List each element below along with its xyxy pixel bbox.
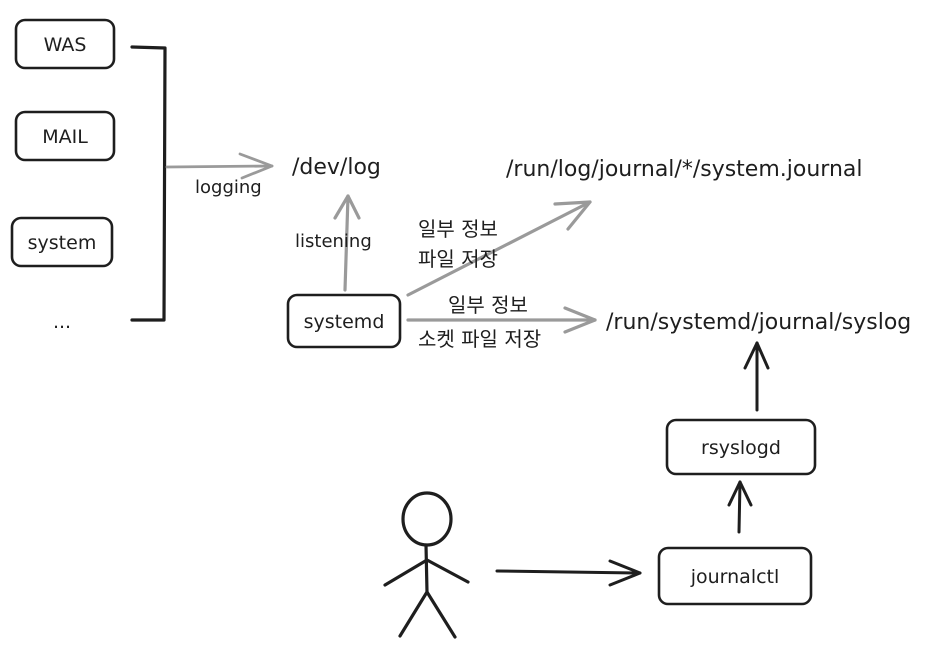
source-mail-node: MAIL bbox=[14, 110, 116, 162]
source-was-label: WAS bbox=[44, 34, 87, 56]
user-to-journalctl-arrow bbox=[495, 559, 642, 587]
dev-log-node: /dev/log bbox=[292, 155, 381, 180]
sources-bracket bbox=[130, 45, 167, 322]
syslog-socket-arrow bbox=[406, 306, 597, 334]
systemd-node: systemd bbox=[286, 293, 402, 349]
journal-store-arrow bbox=[406, 200, 592, 297]
listening-label: listening bbox=[295, 231, 372, 252]
rsyslogd-to-syslog-arrow bbox=[743, 341, 770, 412]
source-mail-label: MAIL bbox=[42, 126, 88, 148]
journalctl-node: journalctl bbox=[657, 546, 813, 606]
rsyslogd-node: rsyslogd bbox=[665, 418, 817, 476]
source-system-node: system bbox=[10, 216, 114, 268]
source-was-node: WAS bbox=[14, 18, 116, 70]
rsyslogd-label: rsyslogd bbox=[701, 437, 781, 459]
logging-label: logging bbox=[195, 177, 262, 198]
systemd-label: systemd bbox=[304, 311, 385, 333]
listening-arrow bbox=[333, 194, 361, 292]
logging-arrow bbox=[165, 152, 274, 180]
syslog-note-line2: 소켓 파일 저장 bbox=[418, 327, 541, 351]
user-figure-icon bbox=[383, 491, 470, 639]
syslog-path-node: /run/systemd/journal/syslog bbox=[606, 310, 911, 335]
journal-note-line1: 일부 정보 bbox=[418, 217, 498, 241]
journal-note-line2: 파일 저장 bbox=[418, 247, 498, 271]
syslog-note-line1: 일부 정보 bbox=[448, 293, 528, 317]
journalctl-to-rsyslogd-arrow bbox=[727, 480, 753, 534]
journal-path-node: /run/log/journal/*/system.journal bbox=[506, 157, 862, 182]
journalctl-label: journalctl bbox=[690, 566, 780, 588]
source-more-ellipsis: ... bbox=[53, 311, 71, 333]
source-system-label: system bbox=[28, 232, 97, 254]
